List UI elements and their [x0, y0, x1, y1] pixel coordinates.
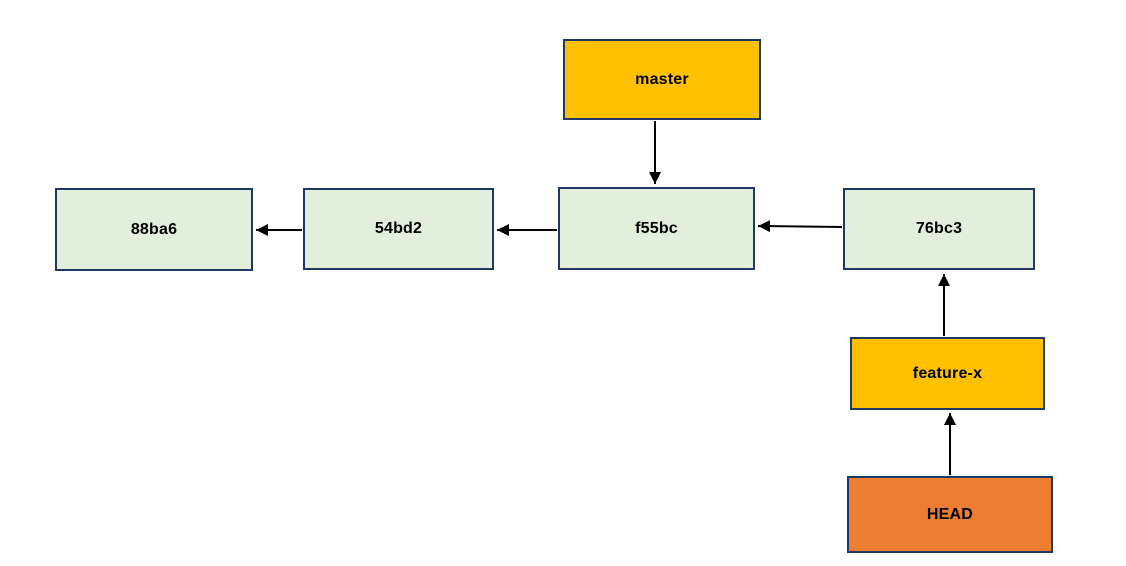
node-label: 88ba6: [130, 220, 178, 238]
node-label: 54bd2: [374, 220, 423, 237]
commit-node-76bc3[interactable]: 76bc3: [843, 188, 1035, 270]
head-node[interactable]: HEAD: [847, 476, 1053, 553]
commit-node-88ba6[interactable]: 88ba6: [55, 188, 253, 271]
node-label: HEAD: [926, 505, 974, 523]
branch-node-master[interactable]: master: [563, 39, 761, 120]
node-label: f55bc: [635, 219, 678, 237]
node-label: feature-x: [912, 364, 983, 382]
node-label: 76bc3: [915, 220, 963, 237]
branch-node-feature-x[interactable]: feature-x: [850, 337, 1045, 410]
node-label: master: [635, 70, 689, 88]
commit-node-54bd2[interactable]: 54bd2: [303, 188, 494, 270]
commit-node-f55bc[interactable]: f55bc: [558, 187, 755, 270]
edge-76bc3-to-f55bc: [757, 220, 843, 233]
